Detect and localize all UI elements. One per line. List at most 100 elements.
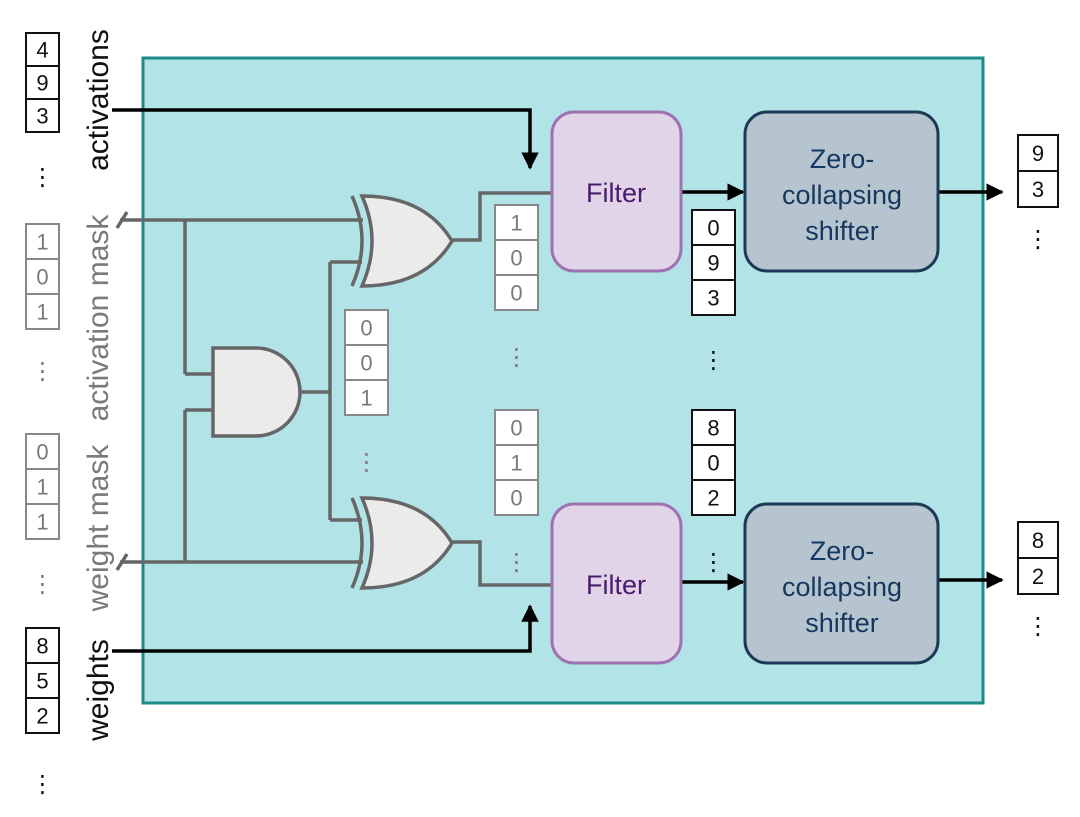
vector-cell-value: 2 (707, 485, 719, 510)
label-weights: weights (82, 639, 115, 742)
activation-mask-bus (115, 211, 363, 376)
vector-cell-value: 5 (36, 668, 48, 693)
shifter-top-label-3: shifter (805, 216, 879, 246)
vector-cell: 2 (25, 697, 60, 734)
vector-cell: 9 (25, 65, 60, 100)
ellipsis-marker: ⋮ (702, 548, 726, 576)
activations-wire (112, 108, 539, 170)
vector-cell: 0 (494, 479, 539, 516)
vector-cell-value: 0 (707, 450, 719, 475)
vector-cell-value: 0 (707, 215, 719, 240)
ellipsis-marker: ⋮ (31, 770, 55, 798)
xor-gate-top (350, 194, 455, 288)
vector-cells: 4 9 3 ⋮ 1 0 1 ⋮ 0 1 1 ⋮ 8 5 2 ⋮ 0 0 1 ⋮ 1 0 0 ⋮ 0 1 0 ⋮ 0 9 3 ⋮ 8 0 2 ⋮ 9 3 ⋮ 8… (25, 32, 1059, 798)
vector-cell: 3 (691, 279, 736, 316)
shifter-block-bottom (743, 502, 940, 665)
vector-cell-value: 0 (510, 485, 522, 510)
vector-cell-value: 8 (707, 415, 719, 440)
vector-cell: 1 (25, 468, 60, 505)
vector-cell: 0 (494, 409, 539, 446)
vector-cell-value: 2 (1032, 564, 1044, 589)
ellipsis-marker: ⋮ (505, 548, 529, 576)
vector-cell-value: 1 (510, 450, 522, 475)
vector-cell: 8 (1017, 521, 1059, 559)
vector-cell-value: 1 (36, 229, 48, 254)
ellipsis-marker: ⋮ (1026, 225, 1050, 253)
xor-bottom-output-wire (452, 540, 552, 587)
shifter-top-label-2: collapsing (782, 180, 902, 210)
vector-cell: 1 (25, 293, 60, 330)
vector-cell-value: 1 (36, 474, 48, 499)
vector-cell-value: 1 (36, 299, 48, 324)
label-activation-mask: activation mask (82, 214, 115, 422)
vector-cell-value: 1 (510, 210, 522, 235)
vector-cell: 0 (494, 239, 539, 276)
label-activations: activations (82, 29, 115, 171)
and-gate (211, 346, 302, 438)
vector-cell: 0 (691, 209, 736, 246)
vector-cell-value: 3 (707, 285, 719, 310)
vector-cell: 3 (1017, 170, 1059, 208)
vector-cell-value: 4 (36, 37, 48, 62)
shifter-block-top (743, 110, 940, 273)
vector-cell: 0 (691, 444, 736, 481)
vector-cell: 0 (25, 258, 60, 295)
vector-cell-value: 9 (36, 70, 48, 95)
vector-cell: 4 (25, 32, 60, 67)
ellipsis-marker: ⋮ (702, 346, 726, 374)
vector-cell: 8 (25, 627, 60, 664)
filter-top-label: Filter (586, 178, 646, 208)
vector-cell: 9 (1017, 134, 1059, 172)
vector-cell: 2 (1017, 557, 1059, 595)
vector-cell-value: 0 (510, 280, 522, 305)
vector-cell-value: 0 (360, 350, 372, 375)
shifter-top-label-1: Zero- (810, 144, 875, 174)
ellipsis-marker: ⋮ (355, 448, 379, 476)
ellipsis-marker: ⋮ (31, 570, 55, 598)
filter-block-top (550, 110, 683, 273)
label-weight-mask: weight mask (82, 444, 115, 613)
weight-mask-bus (115, 408, 363, 571)
vector-cell: 0 (344, 309, 389, 346)
ellipsis-marker: ⋮ (31, 357, 55, 385)
vector-cell-value: 1 (36, 509, 48, 534)
vector-cell: 1 (344, 379, 389, 416)
ellipsis-marker: ⋮ (505, 343, 529, 371)
vector-cell-value: 3 (1032, 177, 1044, 202)
vector-cell: 1 (25, 503, 60, 540)
vector-cell-value: 0 (360, 315, 372, 340)
vector-cell-value: 0 (36, 264, 48, 289)
vector-cell: 9 (691, 244, 736, 281)
xor-top-output-wire (452, 191, 552, 242)
and-output-bus (300, 260, 362, 522)
vector-cell-value: 8 (1032, 528, 1044, 553)
shifter-bottom-label-3: shifter (805, 608, 879, 638)
ellipsis-marker: ⋮ (1026, 612, 1050, 640)
vector-cell-value: 9 (1032, 141, 1044, 166)
vector-cell: 0 (344, 344, 389, 381)
vector-cell-value: 0 (36, 439, 48, 464)
vector-cell: 1 (494, 204, 539, 241)
weights-wire (112, 604, 539, 653)
vector-cell-value: 0 (510, 245, 522, 270)
vector-cell: 8 (691, 409, 736, 446)
shifter-bottom-label-2: collapsing (782, 572, 902, 602)
vector-cell: 0 (25, 433, 60, 470)
vector-cell-value: 8 (36, 633, 48, 658)
filter-block-bottom (550, 502, 683, 665)
vector-cell: 2 (691, 479, 736, 516)
ellipsis-marker: ⋮ (31, 163, 55, 191)
vector-cell-value: 9 (707, 250, 719, 275)
shifter-bottom-label-1: Zero- (810, 536, 875, 566)
vector-cell: 1 (494, 444, 539, 481)
vector-cell: 5 (25, 662, 60, 699)
vector-cell: 3 (25, 98, 60, 133)
xor-gate-bottom (350, 496, 455, 590)
vector-cell-value: 0 (510, 415, 522, 440)
vector-cell-value: 1 (360, 385, 372, 410)
vector-cell-value: 2 (36, 703, 48, 728)
vector-cell: 0 (494, 274, 539, 311)
filter-bottom-label: Filter (586, 570, 646, 600)
vector-cell-value: 3 (36, 103, 48, 128)
